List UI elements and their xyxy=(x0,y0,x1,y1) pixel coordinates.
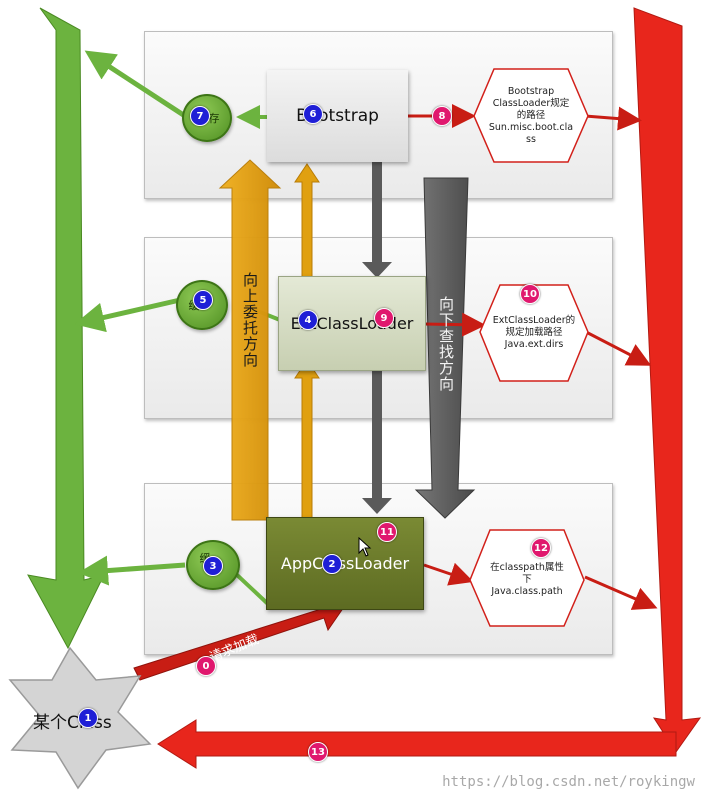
cache-arrow-top xyxy=(84,50,187,119)
ext-path-hexagon xyxy=(479,284,589,382)
step-badge-9: 9 xyxy=(374,308,394,328)
some-class-label: 某个Class xyxy=(33,713,112,733)
bootstrap-path-text: Bootstrap ClassLoader规定 的路径 Sun.misc.boo… xyxy=(488,86,574,145)
search-down-arrow xyxy=(414,177,476,519)
step-badge-12: 12 xyxy=(531,538,551,558)
step-badge-6: 6 xyxy=(303,104,323,124)
cache-arrow-low xyxy=(78,555,186,586)
cache-arrow-mid xyxy=(74,297,181,333)
red-down-arrow xyxy=(633,7,702,753)
step-badge-8: 8 xyxy=(432,106,452,126)
delegate-up-label: 向上委托方向 xyxy=(241,272,259,368)
step-badge-13: 13 xyxy=(308,742,328,762)
app-path-text: 在classpath属性 下 Java.class.path xyxy=(490,562,564,597)
red-return-arrow xyxy=(157,719,677,769)
step-badge-11: 11 xyxy=(377,522,397,542)
step-badge-0: 0 xyxy=(196,656,216,676)
step-badge-3: 3 xyxy=(203,556,223,576)
bootstrap-loader-box: Bootstrap xyxy=(267,70,408,162)
step-badge-4: 4 xyxy=(298,310,318,330)
watermark: https://blog.csdn.net/roykingw xyxy=(442,774,695,790)
step-badge-1: 1 xyxy=(78,708,98,728)
search-down-label: 向下查找方向 xyxy=(437,296,455,392)
cache-circle-low: 缓 xyxy=(186,540,240,590)
delegate-up-arrow xyxy=(218,159,282,521)
app-path-hexagon xyxy=(469,529,585,627)
step-badge-2: 2 xyxy=(322,554,342,574)
app-loader-box: AppClassLoader xyxy=(266,517,424,610)
bootstrap-path-hexagon xyxy=(473,68,589,163)
step-badge-5: 5 xyxy=(193,290,213,310)
mouse-cursor-icon xyxy=(358,537,372,557)
app-loader-label: AppClassLoader xyxy=(280,554,410,573)
step-badge-10: 10 xyxy=(520,284,540,304)
green-down-arrow xyxy=(27,7,105,650)
step-badge-7: 7 xyxy=(190,106,210,126)
ext-path-text: ExtClassLoader的 规定加载路径 Java.ext.dirs xyxy=(492,315,576,350)
cache-top-label: 存 xyxy=(208,112,220,125)
